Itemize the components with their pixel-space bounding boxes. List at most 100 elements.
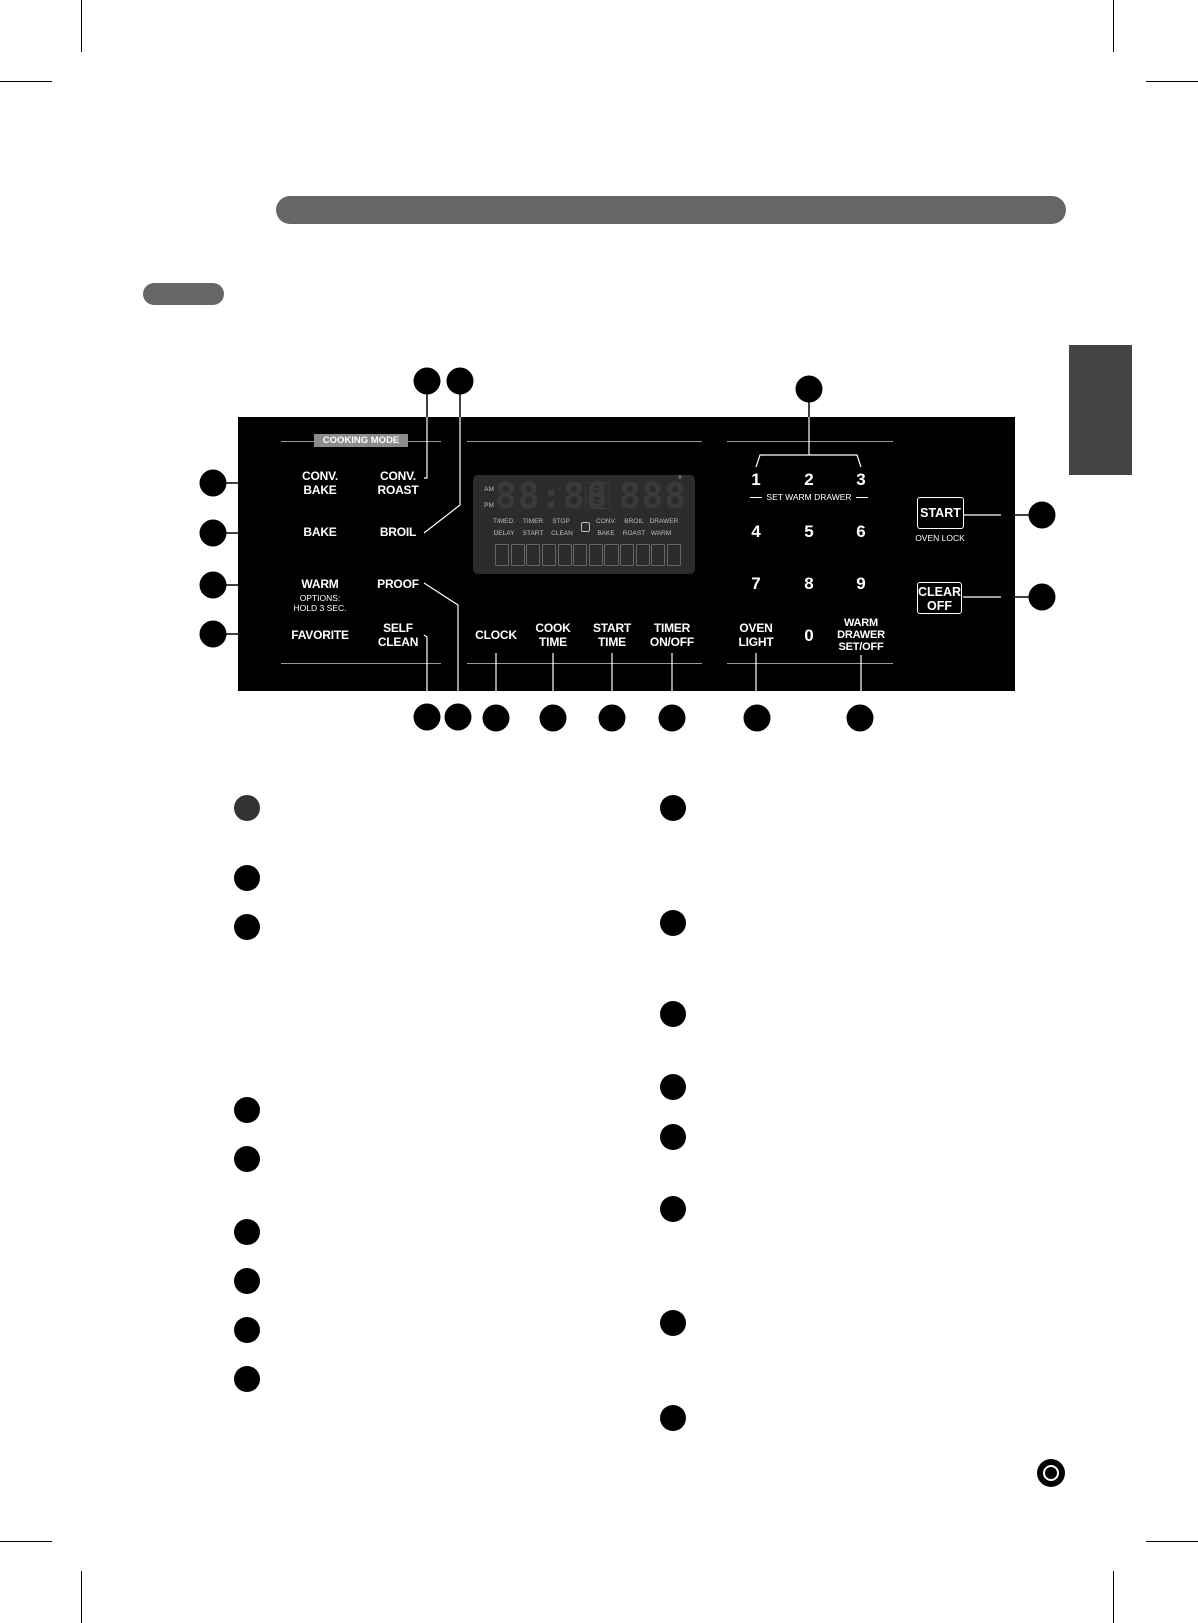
warm-options-note: OPTIONS: HOLD 3 SEC. [293, 593, 347, 613]
display-timed: TIMED. [492, 518, 516, 525]
display-warm: WARM [650, 530, 672, 537]
key-4[interactable]: 4 [751, 522, 761, 541]
legend-marker [234, 1268, 260, 1294]
broil-button[interactable]: BROIL [379, 525, 417, 539]
callout-marker [413, 703, 441, 731]
warm-button[interactable]: WARM [301, 577, 339, 591]
callout-marker [413, 367, 441, 395]
start-button[interactable]: START [917, 497, 964, 529]
display-broil: BROIL [624, 518, 644, 525]
legend-marker [660, 795, 686, 821]
panel-divider [281, 441, 314, 442]
crop-mark [81, 0, 82, 52]
callout-marker [444, 703, 472, 731]
start-time-button[interactable]: START TIME [592, 621, 632, 649]
clear-off-button[interactable]: CLEAR OFF [917, 582, 962, 614]
display-timer: TIMER [522, 518, 544, 525]
callout-marker [795, 375, 823, 403]
display-drawer: DRAWER [649, 518, 679, 525]
display-cell [557, 544, 572, 566]
crop-mark [0, 1541, 52, 1542]
section-header-bar [276, 196, 1066, 224]
callout-marker [199, 620, 227, 648]
key-1[interactable]: 1 [751, 470, 761, 489]
display-start: START [522, 530, 544, 537]
key-8[interactable]: 8 [804, 574, 814, 593]
legend-marker [660, 1310, 686, 1336]
panel-divider [467, 441, 702, 442]
crop-mark [0, 81, 52, 82]
callout-marker [199, 519, 227, 547]
set-warm-drawer-rule [856, 497, 868, 498]
crop-mark [1146, 1541, 1198, 1542]
legend-marker [234, 914, 260, 940]
display-conv: CONV. [596, 518, 616, 525]
subsection-pill [143, 283, 224, 305]
display-am: AM [484, 486, 494, 493]
legend-marker [660, 1124, 686, 1150]
key-3[interactable]: 3 [856, 470, 866, 489]
callout-marker [539, 704, 567, 732]
panel-divider [467, 663, 702, 664]
callout-line [423, 634, 428, 712]
cook-time-button[interactable]: COOK TIME [535, 621, 571, 649]
display-text-cells [495, 544, 681, 566]
warm-drawer-set-off-button[interactable]: WARM DRAWER SET/OFF [837, 617, 885, 653]
display-pm: PM [484, 502, 494, 509]
proof-button[interactable]: PROOF [377, 577, 419, 591]
legend-marker [660, 1074, 686, 1100]
panel-divider [281, 663, 441, 664]
legend-marker [234, 795, 260, 821]
legend-marker [234, 1317, 260, 1343]
clock-button[interactable]: CLOCK [475, 628, 517, 642]
callout-marker [1028, 501, 1056, 529]
bake-button[interactable]: BAKE [303, 525, 337, 539]
crop-mark [1146, 81, 1198, 82]
callout-marker [743, 704, 771, 732]
oven-lock-label: OVEN LOCK [915, 533, 965, 543]
lcd-display [473, 475, 695, 574]
callout-marker [199, 571, 227, 599]
crop-mark [1113, 1571, 1114, 1623]
display-stop: STOP [552, 518, 570, 525]
set-warm-drawer-rule [750, 497, 762, 498]
display-degree: ° [678, 475, 682, 486]
legend-marker [660, 1196, 686, 1222]
key-7[interactable]: 7 [751, 574, 761, 593]
display-cell [604, 544, 619, 566]
callout-marker [482, 704, 510, 732]
key-0[interactable]: 0 [804, 626, 814, 645]
key-5[interactable]: 5 [804, 522, 814, 541]
timer-on-off-button[interactable]: TIMER ON/OFF [649, 621, 695, 649]
lg-logo [1037, 1459, 1065, 1487]
panel-divider [727, 441, 893, 442]
display-cell [588, 544, 603, 566]
callout-marker [658, 704, 686, 732]
set-warm-drawer-label: SET WARM DRAWER [766, 492, 852, 502]
display-roast: ROAST [622, 530, 646, 537]
self-clean-button[interactable]: SELF CLEAN [377, 621, 419, 649]
legend-marker [234, 865, 260, 891]
display-cell [635, 544, 650, 566]
display-cell [651, 544, 666, 566]
oven-light-button[interactable]: OVEN LIGHT [738, 621, 774, 649]
legend-marker [660, 910, 686, 936]
legend-marker [234, 1097, 260, 1123]
conv-bake-button[interactable]: CONV. BAKE [302, 469, 338, 497]
key-6[interactable]: 6 [856, 522, 866, 541]
display-bake: BAKE [597, 530, 615, 537]
display-cell [510, 544, 525, 566]
callout-marker [199, 469, 227, 497]
crop-mark [81, 1571, 82, 1623]
display-cell [666, 544, 681, 566]
legend-marker [234, 1146, 260, 1172]
display-cell [573, 544, 588, 566]
display-cell [541, 544, 556, 566]
key-2[interactable]: 2 [804, 470, 814, 489]
conv-roast-button[interactable]: CONV. ROAST [377, 469, 419, 497]
display-clean: CLEAN [551, 530, 573, 537]
key-9[interactable]: 9 [856, 574, 866, 593]
panel-divider [727, 663, 893, 664]
favorite-button[interactable]: FAVORITE [291, 628, 349, 642]
